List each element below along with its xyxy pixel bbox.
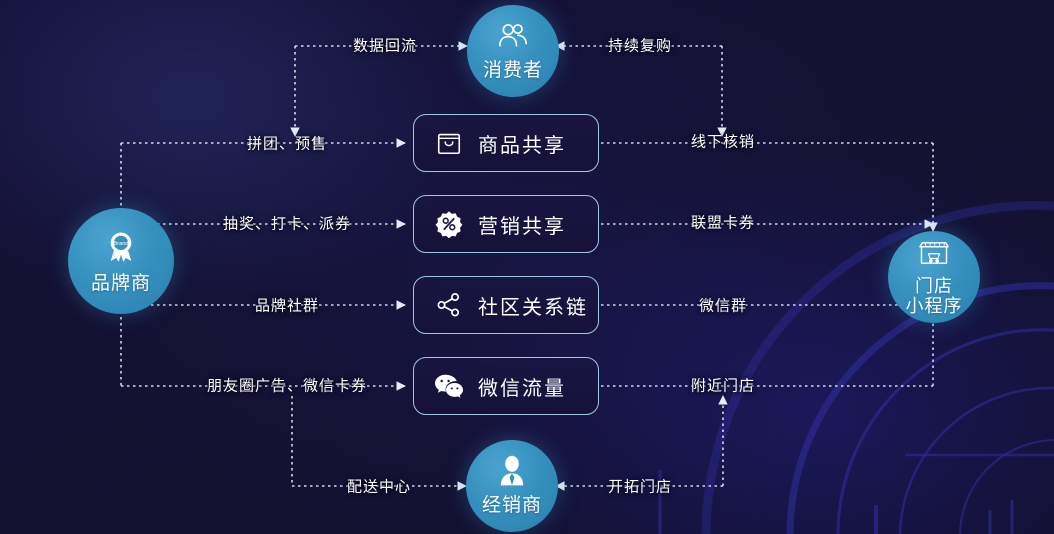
wechat-icon (434, 371, 464, 401)
brand-medal-icon: Brand (102, 227, 140, 270)
edge-label-data-return: 数据回流 (352, 37, 418, 55)
store-front-icon (916, 238, 952, 273)
node-consumer[interactable]: 消费者 (467, 5, 559, 97)
card-wechat[interactable]: 微信流量 (413, 357, 599, 415)
node-brand[interactable]: Brand 品牌商 (68, 208, 174, 314)
edge-label-nearby-store: 附近门店 (690, 377, 756, 395)
edge-label-wechat-group: 微信群 (698, 297, 748, 315)
card-wechat-label: 微信流量 (478, 377, 566, 400)
node-dealer-label: 经销商 (481, 495, 542, 517)
edge-label-offline-redeem: 线下核销 (690, 133, 756, 151)
edge-label-expand-store: 开拓门店 (607, 478, 673, 496)
card-marketing-label: 营销共享 (478, 215, 566, 238)
card-goods-label: 商品共享 (478, 134, 566, 157)
edge-label-moments-ads: 朋友圈广告、微信卡券 (206, 377, 368, 395)
node-consumer-label: 消费者 (482, 60, 543, 82)
edge-label-brand-community: 品牌社群 (254, 297, 320, 315)
card-community-label: 社区关系链 (478, 296, 588, 319)
consumer-group-icon (495, 20, 531, 57)
node-store[interactable]: 门店 小程序 (888, 231, 980, 323)
svg-text:Brand: Brand (114, 242, 129, 248)
card-goods[interactable]: 商品共享 (413, 114, 599, 172)
dealer-person-icon (497, 455, 527, 492)
discount-badge-icon (434, 209, 464, 239)
card-community[interactable]: 社区关系链 (413, 276, 599, 334)
card-marketing[interactable]: 营销共享 (413, 195, 599, 253)
node-store-label: 门店 (915, 275, 953, 296)
node-brand-label: 品牌商 (90, 273, 151, 295)
edge-label-alliance-coupon: 联盟卡券 (690, 214, 756, 232)
edge-label-group-presale: 拼团、预售 (246, 135, 328, 153)
node-store-label-2: 小程序 (905, 296, 963, 316)
share-network-icon (434, 290, 464, 320)
edge-label-lottery-checkin: 抽奖、打卡、派券 (222, 215, 352, 233)
node-dealer[interactable]: 经销商 (466, 440, 558, 532)
edge-label-repurchase: 持续复购 (607, 37, 673, 55)
shopping-bag-icon (434, 128, 464, 158)
edge-label-delivery-center: 配送中心 (346, 478, 412, 496)
